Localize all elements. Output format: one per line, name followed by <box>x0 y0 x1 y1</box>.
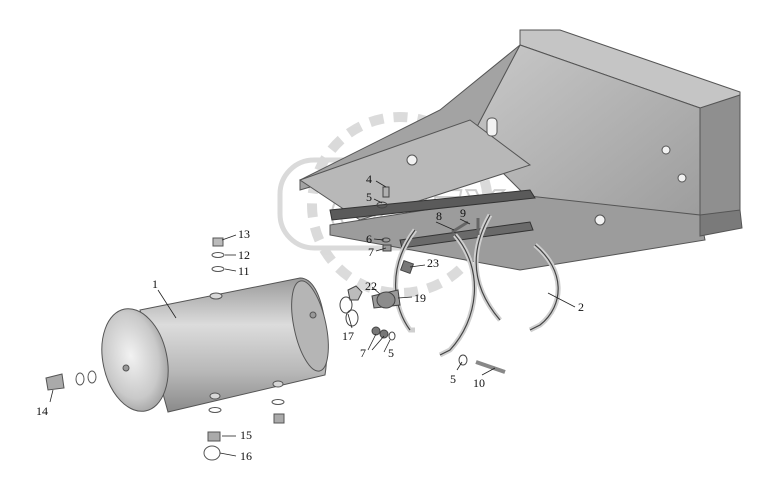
washer <box>376 201 388 209</box>
bracket-hole <box>661 145 671 155</box>
drain-washer <box>75 372 85 386</box>
drain-washer <box>87 370 97 384</box>
callout-22: 22 <box>365 279 377 293</box>
leader <box>221 234 237 241</box>
callout-16: 16 <box>240 449 252 463</box>
callout-15: 15 <box>240 428 252 442</box>
bolt <box>382 186 390 198</box>
bracket-slot <box>486 117 498 137</box>
callout-17: 17 <box>342 329 354 343</box>
callout-5: 5 <box>366 190 372 204</box>
strap <box>475 214 501 321</box>
bolt-head <box>399 259 415 275</box>
callout-14: 14 <box>36 404 48 418</box>
ring <box>271 399 285 405</box>
ring-12 <box>211 252 225 258</box>
leader <box>371 286 381 295</box>
callout-9: 9 <box>460 206 466 220</box>
strap <box>439 234 475 356</box>
plug-13 <box>212 237 224 247</box>
leader <box>409 264 426 268</box>
leader <box>456 361 463 371</box>
callout-10: 10 <box>473 376 485 390</box>
seal-ring <box>345 309 359 327</box>
callout-12: 12 <box>238 248 250 262</box>
bracket-crossbar <box>329 189 536 221</box>
callout-19: 19 <box>414 291 426 305</box>
tank-port <box>122 364 130 372</box>
callout-13: 13 <box>238 227 250 241</box>
leader <box>373 198 383 204</box>
plug <box>273 413 285 424</box>
callout-23: 23 <box>427 256 439 270</box>
bracket-hole <box>677 173 687 183</box>
leader <box>397 296 413 299</box>
leader-lines <box>49 180 576 457</box>
leader <box>435 221 455 231</box>
leader <box>371 335 385 351</box>
leader <box>373 238 385 241</box>
nut <box>371 326 381 336</box>
leader <box>49 389 54 403</box>
strap <box>394 229 416 331</box>
leader <box>157 289 177 319</box>
air-tank <box>101 277 329 413</box>
bracket-foot <box>699 209 743 237</box>
leader <box>375 247 387 252</box>
hardware <box>339 186 506 374</box>
washer <box>388 331 396 341</box>
leader <box>547 292 576 308</box>
tank-rear-cap <box>291 280 329 372</box>
leader <box>375 180 387 188</box>
bracket-hole <box>594 214 606 226</box>
callout-6: 6 <box>366 232 372 246</box>
bracket-crossbar <box>399 221 534 249</box>
callout-1: 1 <box>152 277 158 291</box>
tank-fittings <box>45 237 285 461</box>
bolt-shank <box>451 220 469 234</box>
drain-valve-14 <box>45 373 65 391</box>
callout-2: 2 <box>578 300 584 314</box>
callout-labels: 1 2 4 5 5 5 6 7 7 8 9 10 11 12 13 14 15 … <box>36 172 584 463</box>
leader <box>383 339 391 353</box>
leader <box>224 268 237 272</box>
frame-bracket <box>298 29 743 271</box>
leader <box>459 218 471 225</box>
bolt-10 <box>475 360 506 374</box>
ring-11 <box>211 266 225 272</box>
leader <box>481 367 496 376</box>
callout-8: 8 <box>436 209 442 223</box>
washer <box>458 354 468 366</box>
tank-top-port <box>209 292 223 300</box>
bracket-upper-arm <box>298 119 532 221</box>
leader <box>367 333 377 351</box>
seal-ring <box>339 296 353 314</box>
valve-body <box>376 291 396 309</box>
tank-side-port <box>309 311 317 319</box>
callout-11: 11 <box>238 264 250 278</box>
nut <box>379 329 389 339</box>
leader <box>347 313 353 329</box>
tank-bottom-port <box>272 380 284 388</box>
tank-bottom-port <box>209 392 221 400</box>
bracket-hole <box>406 154 418 166</box>
leader <box>219 452 237 457</box>
callout-5: 5 <box>388 346 394 360</box>
ring <box>208 407 222 413</box>
tank-end-cap <box>101 308 169 412</box>
strap <box>529 244 559 331</box>
callout-4: 4 <box>366 172 372 186</box>
plug-15 <box>207 431 221 442</box>
nut <box>382 244 392 252</box>
ring-16 <box>203 445 221 461</box>
callout-7: 7 <box>360 346 366 360</box>
callout-5: 5 <box>450 372 456 386</box>
callout-7: 7 <box>368 245 374 259</box>
